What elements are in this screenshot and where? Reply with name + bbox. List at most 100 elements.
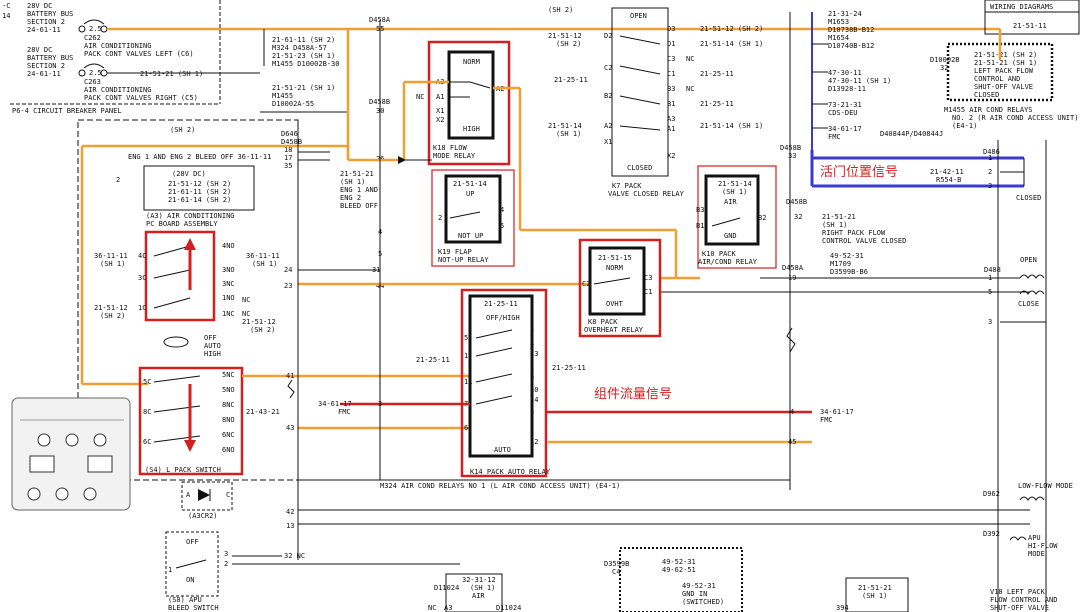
k8-label1: K8 PACK <box>588 318 618 326</box>
rt-box-5: CLOSED <box>974 91 999 99</box>
right-ref-4: 21-51-12 <box>242 318 276 326</box>
rm-ref-3: CONTROL VALVE CLOSED <box>822 237 906 245</box>
rt-ref-4: D10740B-B12 <box>828 42 874 50</box>
upper-switch-highlight <box>144 230 216 322</box>
right-ref-5: (SH 2) <box>250 326 275 334</box>
lower-switch-highlight <box>138 366 244 476</box>
k7-pin-a1: A1 <box>667 125 675 133</box>
rt-box-4: SHUT-OFF VALVE <box>974 83 1033 91</box>
up-arrow-icon <box>184 238 196 250</box>
cb1-name1: C262 <box>84 34 101 42</box>
rm-d458a: D458A <box>782 264 804 272</box>
k14-pin5: 5 <box>464 334 468 342</box>
s4-pin18: 18 <box>284 146 292 154</box>
k7-ref-left2: (SH 2) <box>556 40 581 48</box>
left-ref-0: 36-11-11 <box>94 252 128 260</box>
k14-pin11: 11 <box>464 378 472 386</box>
right-ref-6: 21-43-21 <box>246 408 280 416</box>
rt-box-3: CONTROL AND <box>974 75 1020 83</box>
sw-pin-8c: 8C <box>143 408 151 416</box>
k7-pin-b1: B1 <box>667 100 675 108</box>
bk-sh1: (SH 1) <box>470 584 495 592</box>
k7-pin-c3: C3 <box>667 55 675 63</box>
cb1-rating: 2.5 <box>89 25 102 33</box>
s4-pin35: 35 <box>284 162 292 170</box>
k14-ref-left: 21-25-11 <box>416 356 450 364</box>
right-ref-nc2: NC <box>242 310 250 318</box>
pc-ref-2: 21-61-14 (SH 2) <box>168 196 231 204</box>
nc-3no: 3NO <box>222 266 235 274</box>
k10-label2: AIR/COND RELAY <box>698 258 758 266</box>
rm-ref-0: 21-51-21 <box>822 213 856 221</box>
k14-pin4: 4 <box>530 340 534 348</box>
a3cr2-c: C <box>226 491 230 499</box>
k7-ref-r1: 21-51-12 (SH 2) <box>700 25 763 33</box>
s4-label: (S4) L PACK SWITCH <box>145 466 221 474</box>
wire-13: 13 <box>286 522 294 530</box>
d11024-left: D11024 <box>434 584 459 592</box>
rm-ref2-0: 49-52-31 <box>830 252 864 260</box>
m1455-l2: NO. 2 (R AIR COND ACCESS UNIT) <box>952 114 1078 122</box>
k14-label: K14 PACK AUTO RELAY <box>470 468 551 476</box>
b-ref-0: 49-52-31 <box>662 558 696 566</box>
k14-pin1: 1 <box>464 352 468 360</box>
flow-pin4: 4 <box>790 408 794 416</box>
ref2-l2: M1455 <box>272 92 293 100</box>
k10-air-cond-relay: 21-51-14 (SH 1) AIR GND B3 B1 B2 K10 PAC… <box>696 165 777 269</box>
right-ref-nc1: NC <box>242 296 250 304</box>
header-ref: 21-51-11 <box>1013 22 1047 30</box>
nc-4no: 4NO <box>222 242 235 250</box>
k7-pin-a2: A2 <box>604 122 612 130</box>
panel-label: P6-4 CIRCUIT BREAKER PANEL <box>12 107 122 115</box>
k14-auto: AUTO <box>494 446 511 454</box>
nc-6nc: 6NC <box>222 431 235 439</box>
rt-ref-8: 73-21-31 <box>828 101 862 109</box>
bleed-ref-4: BLEED OFF <box>340 202 378 210</box>
s8-pin1: 1 <box>168 566 172 574</box>
rt-box-1: 21-51-21 (SH 1) <box>974 59 1037 67</box>
vp-d458b: D458B <box>780 144 801 152</box>
d3599b-label: D3599B <box>604 560 629 568</box>
s8-label2: BLEED SWITCH <box>168 604 219 612</box>
vp-ref: 21-42-11 <box>930 168 964 176</box>
k19-pin2: 2 <box>438 214 442 222</box>
k14-pin12: 12 <box>530 438 538 446</box>
k8-pin-c3: C3 <box>644 274 652 282</box>
flow-pin45: 45 <box>788 438 796 446</box>
pos-high: HIGH <box>204 350 221 358</box>
pos-auto: AUTO <box>204 342 221 350</box>
nc-8no: 8NO <box>222 416 235 424</box>
cb1-line1: 28V DC <box>27 2 52 10</box>
rt-ref-7: D13928-11 <box>828 85 866 93</box>
connector-arrow-icon <box>398 156 406 164</box>
k14-pin13: 13 <box>530 350 538 358</box>
ref2-l3: D10002A-55 <box>272 100 314 108</box>
diode-icon <box>198 489 210 501</box>
k10-pin-b1: B1 <box>696 222 704 230</box>
k7-closed: CLOSED <box>627 164 652 172</box>
k10-ref: 21-51-14 <box>718 180 752 188</box>
k14-pack-auto-relay: 21-25-11 OFF/HIGH AUTO 5 1 11 7 6 3 4 13… <box>298 288 790 490</box>
k7-pin-c2: C2 <box>604 64 612 72</box>
k7-open: OPEN <box>630 12 647 20</box>
rt-ref-2: D10738B-B12 <box>828 26 874 34</box>
m1455-l1: M1455 AIR COND RELAYS <box>944 106 1033 114</box>
down-arrow-icon <box>184 440 196 452</box>
rm-lowflow: LOW-FLOW MODE <box>1018 482 1073 490</box>
bottom-a3: A3 <box>444 604 452 612</box>
k19-flap-relay: 21-51-14 UP NOT UP 4 5 2 K19 FLAP NOT-UP… <box>431 169 515 267</box>
k7-valve-closed-relay: OPEN CLOSED 21-51-12 (SH 2) 21-25-11 21-… <box>548 7 763 198</box>
right-top-references: 21-31-24 M1653 D10738B-B12 M1654 D10740B… <box>811 10 1078 150</box>
s8-label1: (S8) APU <box>168 596 202 604</box>
k18-pin-x1: X1 <box>436 107 444 115</box>
bleed-ref-3: ENG 2 <box>340 194 361 202</box>
d646-label: D646 <box>281 130 298 138</box>
valve-position-signal: 活门位置信号 D486 1 2 3 21-42-11 R554-B CLOSED… <box>780 144 1041 202</box>
pin32-nc: 32 NC <box>284 552 305 560</box>
sw-pin-3c: 3C <box>138 274 146 282</box>
valve-pos-cn-label: 活门位置信号 <box>820 165 898 180</box>
k7-pin-c1: C1 <box>667 70 675 78</box>
nc-1no: 1NO <box>222 294 235 302</box>
right-ref-0: 36-11-11 <box>246 252 280 260</box>
